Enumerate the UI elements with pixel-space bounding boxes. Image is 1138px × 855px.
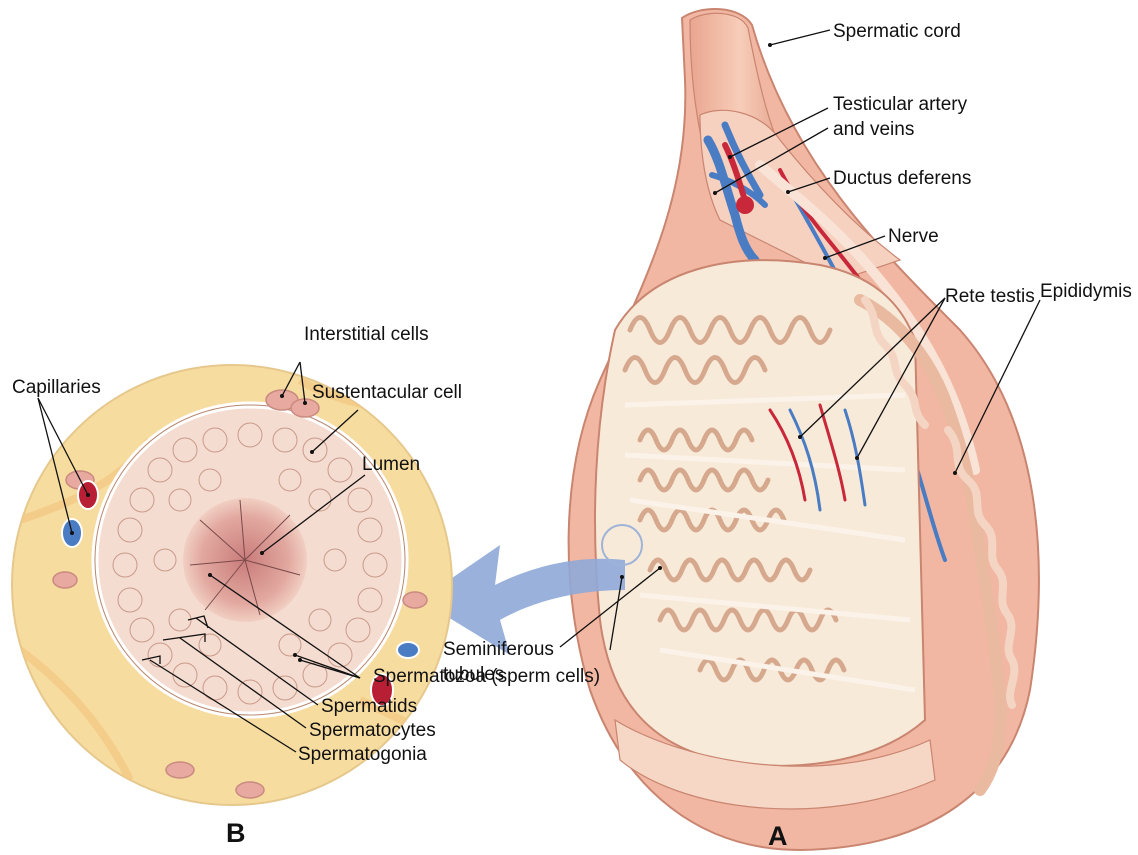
label-rete-testis: Rete testis [945,286,1035,307]
label-testicular-artery-line1: Testicular artery [833,94,968,115]
panel-label-a: A [768,821,788,851]
label-spermatids: Spermatids [321,696,417,717]
label-interstitial-cells: Interstitial cells [304,324,429,345]
label-testicular-artery-line2: and veins [833,119,914,140]
label-spermatocytes: Spermatocytes [309,720,436,741]
label-lumen: Lumen [362,454,420,475]
label-spermatogonia: Spermatogonia [298,744,427,765]
label-capillaries: Capillaries [12,377,101,398]
label-spermatozoa: Spermatozoa (sperm cells) [373,666,600,687]
panel-label-b: B [226,818,246,848]
label-sustentacular-cell: Sustentacular cell [312,382,462,403]
testis-illustration [569,9,1039,850]
label-epididymis: Epididymis [1040,281,1132,302]
label-spermatic-cord: Spermatic cord [833,21,961,42]
label-ductus-deferens: Ductus deferens [833,168,971,189]
label-nerve: Nerve [888,226,939,247]
label-seminiferous-line1: Seminiferous [443,639,554,660]
